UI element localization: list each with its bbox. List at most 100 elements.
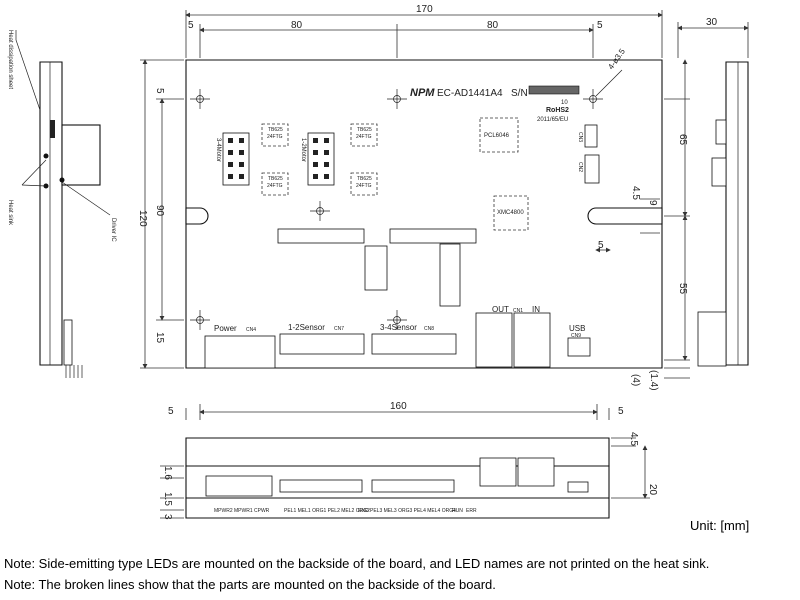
bv-power-labels: MPWR2 MPWR1 CPWR: [214, 508, 270, 514]
cn2-connector: [584, 154, 600, 184]
technical-drawing: Heat dissipation sheet Heat sink Driver …: [7, 4, 749, 520]
bv-err-label: ERR: [466, 508, 477, 514]
component-column: [364, 245, 388, 291]
dim-right-upper: 65: [677, 134, 688, 146]
bv-sensor34-labels: PEL3 MEL3 ORG3 PEL4 MEL4 ORG4: [370, 508, 456, 514]
rj45-out: [475, 312, 513, 368]
component-row-left: [277, 228, 365, 244]
right-side-view: 30: [677, 17, 749, 367]
tb-chip-label: TB625: [357, 176, 372, 182]
out-label: OUT: [492, 305, 509, 314]
dim-pitch-1: 80: [291, 20, 303, 31]
bv-end-label: END: [358, 508, 369, 514]
bv-run-label: RUN: [452, 508, 463, 514]
rohs-directive: 2011/65/EU: [537, 117, 568, 123]
dim-side-depth: 30: [706, 17, 718, 28]
sensor34-label: 3-4Sensor: [380, 323, 417, 332]
power-connector: [204, 335, 276, 369]
cn2-label: CN2: [577, 162, 583, 172]
cn3-connector: [584, 124, 598, 148]
rj45-in: [513, 312, 551, 368]
motor-12-connector: [307, 132, 335, 186]
tb-chip-label: 24FTG: [356, 183, 372, 189]
motor-34-label: 3-4Motor: [215, 138, 221, 162]
dim-slot-height: 90: [154, 205, 165, 217]
dim-total-width: 170: [416, 4, 433, 15]
bv-power: [205, 475, 273, 497]
dim-left-margin: 5: [188, 20, 194, 31]
dim-bottom-right: 5: [618, 406, 624, 417]
sn-label: S/N: [511, 88, 528, 99]
pcl-chip: [479, 117, 519, 153]
pcl-chip-label: PCL6046: [484, 133, 510, 139]
xmc-chip-label: XMC4800: [497, 210, 524, 216]
note-line-1: Note: Side-emitting type LEDs are mounte…: [4, 556, 710, 571]
component-row-right: [389, 228, 477, 244]
dim-pitch-2: 80: [487, 20, 499, 31]
rj45-side: [697, 311, 727, 367]
tb-chip-label: TB625: [268, 127, 283, 133]
dim-height-total: 120: [137, 210, 148, 227]
component-column: [439, 243, 461, 307]
sensor34-cn-label: CN8: [424, 326, 434, 332]
power-label: Power: [214, 324, 237, 333]
model-number: EC-AD1441A4: [437, 88, 503, 99]
bv-rj45-in: [517, 457, 555, 487]
sensor12-connector: [279, 333, 365, 355]
note-line-2: Note: The broken lines show that the par…: [4, 577, 496, 592]
sensor12-cn-label: CN7: [334, 326, 344, 332]
unit-label: Unit: [mm]: [690, 518, 750, 533]
cn3-side: [715, 119, 727, 145]
dim-right-bottom-2: (1.4): [648, 370, 659, 391]
dim-slot-4-5: 4.5: [630, 186, 641, 200]
driver-ic-label: Driver IC: [110, 218, 116, 242]
dim-slot-width: 9: [647, 200, 658, 206]
sensor12-label: 1-2Sensor: [288, 323, 325, 332]
dim-bv-right-top: 4.5: [628, 432, 639, 446]
heat-sink-label: Heat sink: [7, 200, 13, 226]
dim-bv-left-2: 1.5: [162, 492, 173, 506]
dim-right-bottom-1: (4): [630, 374, 641, 386]
tb-chip-label: 24FTG: [267, 134, 283, 140]
bv-sensor12: [279, 479, 363, 493]
dim-bv-right-h: 20: [647, 484, 658, 496]
serial-barcode: [528, 85, 580, 95]
bv-usb: [567, 481, 589, 493]
usb-connector: [567, 337, 591, 357]
dim-top-offset: 5: [154, 88, 165, 94]
cn2-side: [711, 157, 727, 187]
dim-bv-left-3: 3: [162, 514, 173, 520]
rohs-number: 10: [561, 100, 568, 106]
heat-dissipation-sheet-label: Heat dissipation sheet: [7, 30, 13, 89]
bv-rj45-out: [479, 457, 517, 487]
dim-bottom-width: 160: [390, 401, 407, 412]
tb-chip-label: TB625: [357, 127, 372, 133]
out-cn-label: CN1: [513, 308, 523, 314]
sensor34-connector: [371, 333, 457, 355]
npm-logo: NPM: [410, 87, 435, 99]
usb-label: USB: [569, 324, 585, 333]
dim-bottom-left: 5: [168, 406, 174, 417]
in-label: IN: [532, 305, 540, 314]
bottom-view: 160 5 5 MPWR2 MPWR1 CPWR PEL1 MEL1 ORG1 …: [160, 401, 658, 520]
board-top-view: NPM EC-AD1441A4 S/N 10 RoHS2 2011/65/EU …: [185, 47, 663, 369]
dim-lower-offset: 15: [154, 332, 165, 344]
power-cn-label: CN4: [246, 327, 256, 333]
bv-sensor34: [371, 479, 455, 493]
tb-chip-label: TB625: [268, 176, 283, 182]
bv-sensor12-labels: PEL1 MEL1 ORG1 PEL2 MEL2 ORG2: [284, 508, 370, 514]
motor-34-connector: [222, 132, 250, 186]
tb-chip-label: 24FTG: [356, 134, 372, 140]
dim-slot-right: 5: [598, 240, 604, 251]
tb-chip-label: 24FTG: [267, 183, 283, 189]
dim-right-margin: 5: [597, 20, 603, 31]
rohs-mark: RoHS2: [546, 107, 569, 114]
dim-bv-left-1: 1.6: [162, 466, 173, 480]
usb-cn-label: CN9: [571, 333, 581, 339]
cn3-label: CN3: [577, 132, 583, 142]
xmc-chip: [493, 195, 529, 231]
left-side-view: Heat dissipation sheet Heat sink Driver …: [7, 30, 116, 378]
top-dimensions: 170 5 80 80 5 120 90 5 15 65 55 9 4.5 5 …: [137, 4, 690, 391]
dim-right-lower: 55: [677, 283, 688, 295]
motor-12-label: 1-2Motor: [300, 138, 306, 162]
